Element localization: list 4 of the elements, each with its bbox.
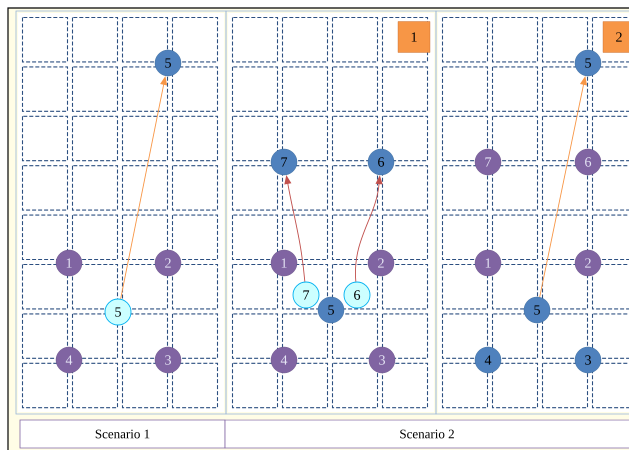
- table-cell: Scenario 2: [224, 420, 629, 448]
- number-box: 2: [602, 21, 629, 53]
- table-cell: Scenario 1: [20, 420, 226, 448]
- number-box: 1: [398, 21, 430, 53]
